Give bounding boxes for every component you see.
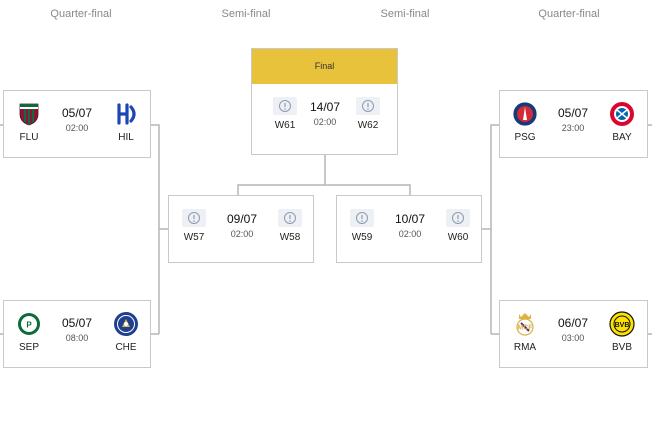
team-abbr: W60 <box>447 232 469 243</box>
match-time: 02:00 <box>230 229 254 239</box>
sf2-match-info: 10/07 02:00 <box>380 212 440 240</box>
team-abbr: W62 <box>357 120 379 131</box>
team-abbr: W58 <box>279 232 301 243</box>
quarter-final-match-card-4[interactable]: MCF RMA 06/07 03:00 BVB BVB <box>499 300 648 368</box>
info-circle-icon <box>350 209 374 227</box>
match-date: 14/07 <box>309 100 341 114</box>
info-circle-icon <box>356 97 380 115</box>
qf1-home-team: FLU <box>9 101 49 144</box>
team-abbr: FLU <box>19 132 39 143</box>
team-abbr: RMA <box>513 342 537 353</box>
match-time: 08:00 <box>65 333 89 343</box>
chelsea-crest-icon <box>114 312 138 336</box>
qf4-match-info: 06/07 03:00 <box>543 316 603 344</box>
info-circle-icon <box>446 209 470 227</box>
match-date: 05/07 <box>61 106 93 120</box>
info-circle-icon <box>278 209 302 227</box>
sf1-away-team: W58 <box>270 209 310 244</box>
info-circle-icon <box>182 209 206 227</box>
bayern-crest-icon <box>610 102 634 126</box>
match-date: 05/07 <box>61 316 93 330</box>
quarter-final-match-card-1[interactable]: FLU 05/07 02:00 HIL <box>3 90 151 158</box>
qf3-home-team: PSG <box>505 101 545 144</box>
real-madrid-crest-icon: MCF <box>516 313 534 336</box>
match-time: 03:00 <box>561 333 585 343</box>
qf3-away-team: BAY <box>602 101 642 144</box>
final-home-team: W61 <box>265 97 305 132</box>
match-date: 09/07 <box>226 212 258 226</box>
qf4-home-team: MCF RMA <box>505 311 545 354</box>
match-time: 02:00 <box>313 117 337 127</box>
qf1-away-team: HIL <box>106 101 146 144</box>
team-abbr: W59 <box>351 232 373 243</box>
match-date: 06/07 <box>557 316 589 330</box>
team-abbr: BAY <box>612 132 632 143</box>
sf1-home-team: W57 <box>174 209 214 244</box>
psg-crest-icon <box>512 101 538 127</box>
match-date: 05/07 <box>557 106 589 120</box>
qf1-match-info: 05/07 02:00 <box>47 106 107 134</box>
team-abbr: SEP <box>18 342 39 353</box>
al-hilal-crest-icon <box>117 103 136 125</box>
match-date: 10/07 <box>394 212 426 226</box>
qf4-away-team: BVB BVB <box>602 311 642 354</box>
palmeiras-crest-icon: P <box>18 313 40 335</box>
round-label-quarter-final-left: Quarter-final <box>50 8 112 20</box>
match-time: 23:00 <box>561 123 585 133</box>
semi-final-match-card-right[interactable]: W59 10/07 02:00 W60 <box>336 195 482 263</box>
semi-final-match-card-left[interactable]: W57 09/07 02:00 W58 <box>168 195 314 263</box>
qf2-home-team: P SEP <box>9 311 49 354</box>
final-match-card[interactable]: Final W61 14/07 02:00 W62 <box>251 48 398 155</box>
fluminense-crest-icon <box>19 103 39 126</box>
round-label-semi-final-right: Semi-final <box>380 8 430 20</box>
match-time: 02:00 <box>65 123 89 133</box>
sf2-away-team: W60 <box>438 209 478 244</box>
dortmund-crest-icon: BVB <box>609 311 635 337</box>
svg-text:MCF: MCF <box>517 325 533 332</box>
round-label-semi-final-left: Semi-final <box>221 8 271 20</box>
final-away-team: W62 <box>348 97 388 132</box>
quarter-final-match-card-3[interactable]: PSG 05/07 23:00 BAY <box>499 90 648 158</box>
team-abbr: PSG <box>514 132 536 143</box>
team-abbr: W57 <box>183 232 205 243</box>
round-label-quarter-final-right: Quarter-final <box>538 8 600 20</box>
svg-text:P: P <box>26 321 32 330</box>
final-header: Final <box>252 49 397 84</box>
qf2-away-team: CHE <box>106 311 146 354</box>
team-abbr: BVB <box>611 342 632 353</box>
sf2-home-team: W59 <box>342 209 382 244</box>
qf3-match-info: 05/07 23:00 <box>543 106 603 134</box>
info-circle-icon <box>273 97 297 115</box>
svg-text:BVB: BVB <box>615 322 630 329</box>
team-abbr: HIL <box>118 132 134 143</box>
match-time: 02:00 <box>398 229 422 239</box>
team-abbr: CHE <box>115 342 137 353</box>
sf1-match-info: 09/07 02:00 <box>212 212 272 240</box>
quarter-final-match-card-2[interactable]: P SEP 05/07 08:00 CHE <box>3 300 151 368</box>
qf2-match-info: 05/07 08:00 <box>47 316 107 344</box>
final-match-info: 14/07 02:00 <box>295 100 355 128</box>
team-abbr: W61 <box>274 120 296 131</box>
